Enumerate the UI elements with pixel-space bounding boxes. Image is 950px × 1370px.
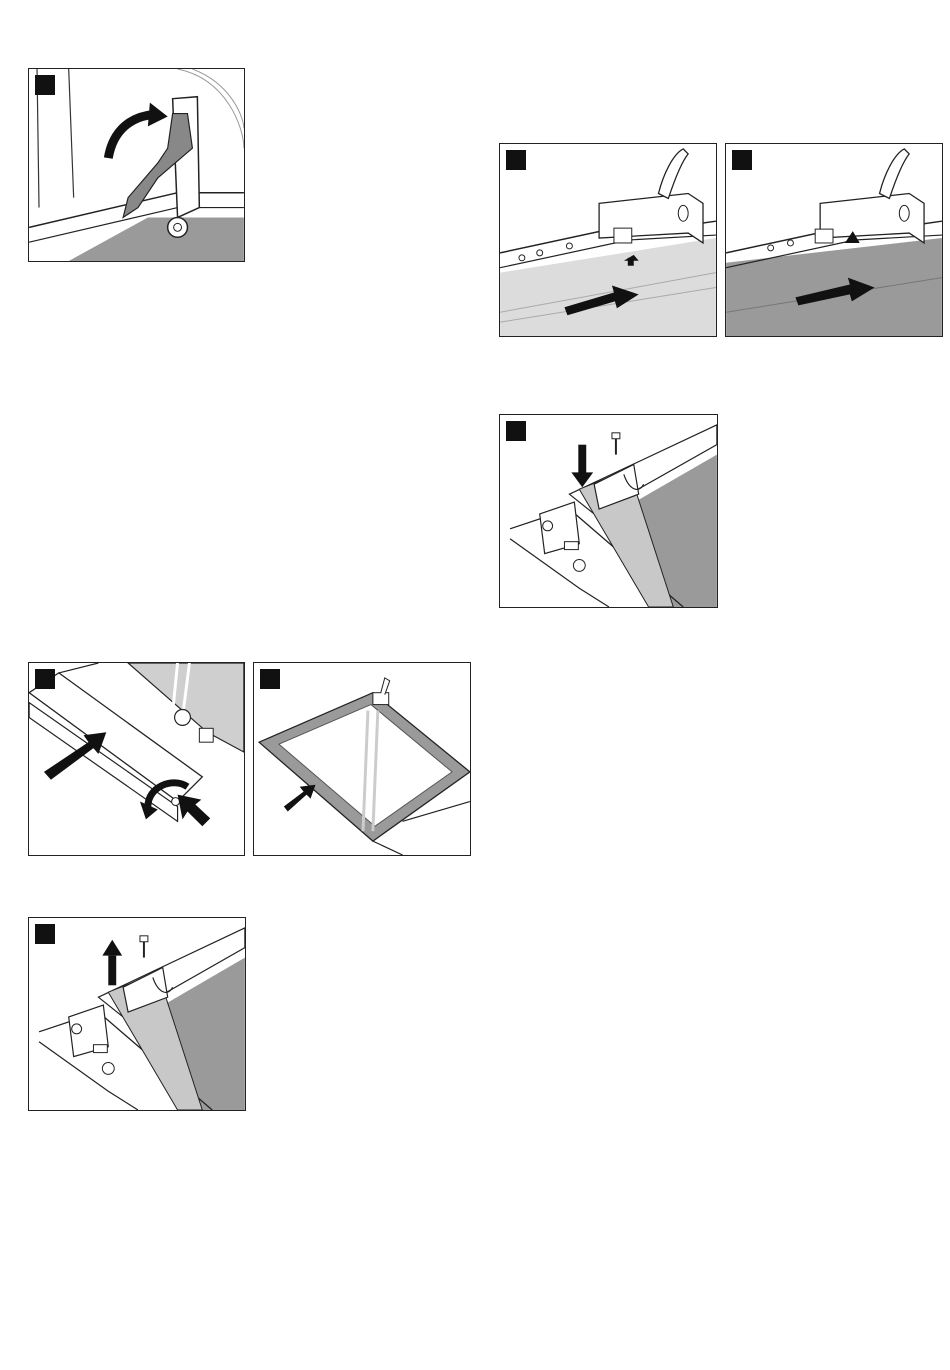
step-marker-badge [260, 669, 280, 689]
figure-door-trim-remove [28, 662, 245, 856]
trim-remove-illustration [29, 663, 244, 855]
step-marker-badge [732, 150, 752, 170]
screw-remove-illustration [29, 918, 245, 1110]
step-marker-badge [35, 669, 55, 689]
rail-slide-illustration [500, 144, 716, 336]
figure-hinge-lever [28, 68, 245, 262]
hinge-lever-illustration [29, 69, 244, 261]
figure-clip-screw-up [28, 917, 246, 1111]
glass-pane-illustration [254, 663, 470, 855]
figure-glass-pane-remove [253, 662, 471, 856]
step-marker-badge [35, 75, 55, 95]
step-marker-badge [506, 150, 526, 170]
figure-clip-screw-down [499, 414, 718, 608]
figure-rail-slide-left [499, 143, 717, 337]
step-marker-badge [506, 421, 526, 441]
screw-insert-illustration [500, 415, 717, 607]
rail-slide-illustration [726, 144, 942, 336]
figure-rail-slide-right [725, 143, 943, 337]
step-marker-badge [35, 924, 55, 944]
